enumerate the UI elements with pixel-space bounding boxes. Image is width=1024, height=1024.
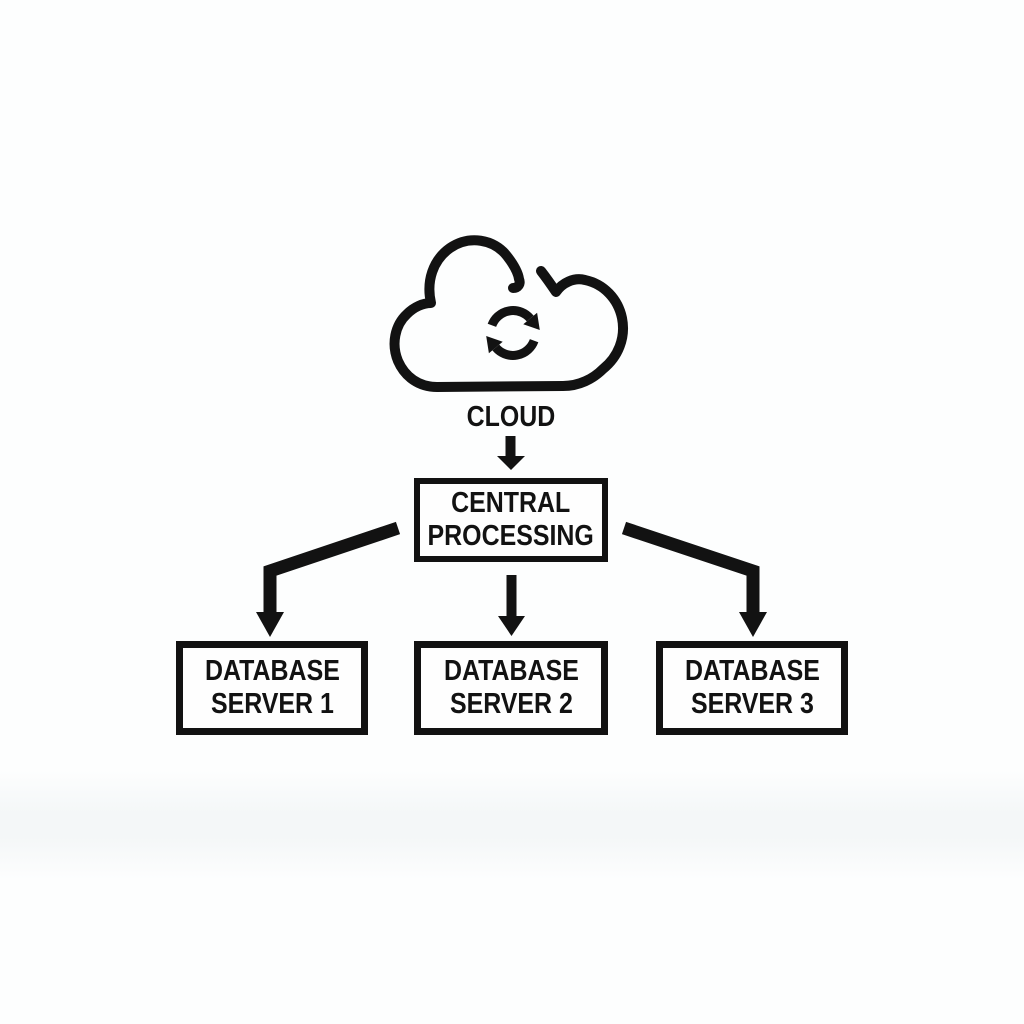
database-server-3-label: DATABASE SERVER 3: [685, 655, 820, 721]
database-server-3-label-line1: DATABASE: [684, 655, 820, 687]
database-server-2-label: DATABASE SERVER 2: [444, 655, 579, 721]
database-server-2-box: DATABASE SERVER 2: [414, 641, 608, 735]
connector-central-to-server-3: [621, 521, 767, 637]
database-server-1-label: DATABASE SERVER 1: [205, 655, 340, 721]
cloud-outline: [389, 235, 628, 392]
database-server-2-label-line1: DATABASE: [443, 655, 579, 687]
arrow-shaft: [505, 436, 516, 457]
arrow-head: [256, 612, 284, 637]
arrow-cloud-to-central-icon: [497, 436, 525, 470]
sync-icon: [486, 306, 540, 360]
connector-central-to-server-1: [256, 521, 401, 637]
database-server-1-label-line1: DATABASE: [204, 655, 340, 687]
arrow-shaft: [506, 575, 517, 617]
central-processing-box: CENTRAL PROCESSING: [414, 478, 608, 562]
sync-top-arc: [487, 306, 534, 328]
connector-line: [263, 521, 401, 614]
cloud-icon: [389, 235, 628, 392]
sync-top-arrowhead: [523, 312, 540, 330]
cloud-label-text: CLOUD: [466, 400, 556, 433]
database-server-1-label-line2: SERVER 1: [210, 688, 334, 720]
arrow-head: [739, 612, 767, 637]
central-processing-label-line1: CENTRAL: [451, 487, 571, 519]
sync-bottom-arrowhead: [486, 336, 503, 354]
arrow-head: [497, 456, 525, 470]
database-server-3-box: DATABASE SERVER 3: [656, 641, 848, 735]
connector-central-to-server-2: [498, 575, 525, 636]
arrow-head: [498, 616, 525, 636]
connector-line: [621, 521, 760, 614]
database-server-1-box: DATABASE SERVER 1: [176, 641, 368, 735]
central-processing-label-line2: PROCESSING: [427, 520, 595, 552]
sync-bottom-arc: [492, 338, 539, 360]
cloud-label: CLOUD: [428, 400, 595, 434]
database-server-3-label-line2: SERVER 3: [690, 688, 814, 720]
central-processing-label: CENTRAL PROCESSING: [428, 487, 594, 553]
database-server-2-label-line2: SERVER 2: [449, 688, 573, 720]
